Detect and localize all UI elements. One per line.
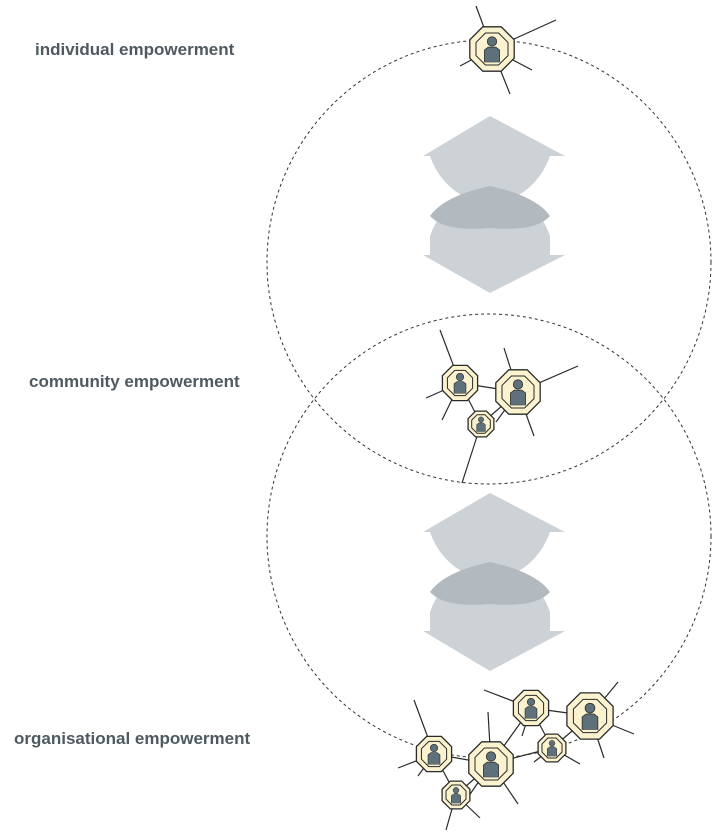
person-octagon-icon [415, 735, 453, 773]
person-octagon-icon [441, 780, 471, 810]
person-octagon-icon [467, 410, 495, 438]
person-nodes [415, 26, 614, 810]
person-octagon-icon [495, 369, 541, 415]
person-octagon-icon [512, 689, 550, 727]
upper-double-arrow-icon [423, 116, 565, 293]
person-octagon-icon [441, 364, 479, 402]
person-octagon-icon [566, 692, 614, 740]
person-octagon-icon [468, 741, 514, 787]
label-individual-empowerment: individual empowerment [35, 40, 235, 59]
person-octagon-icon [537, 733, 567, 763]
lower-double-arrow-icon [423, 493, 565, 671]
label-organisational-empowerment: organisational empowerment [14, 729, 251, 748]
label-community-empowerment: community empowerment [29, 372, 240, 391]
person-octagon-icon [469, 26, 515, 72]
